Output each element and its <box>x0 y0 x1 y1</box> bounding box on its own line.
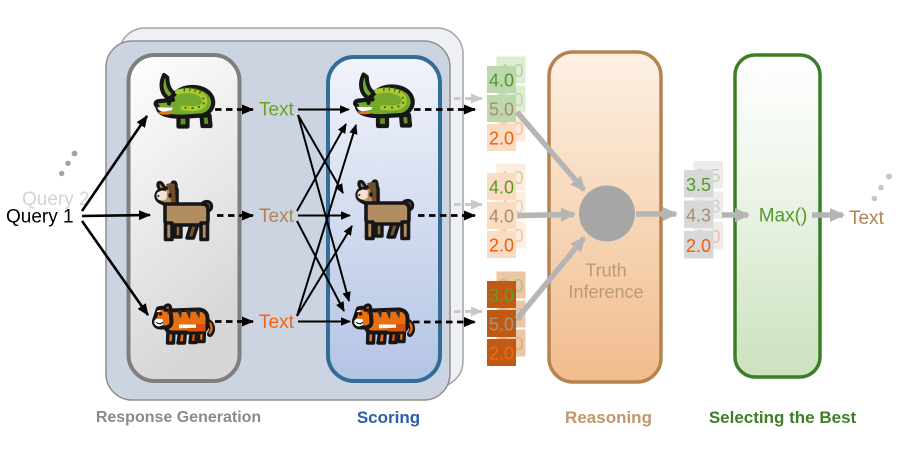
svg-text:Text: Text <box>259 100 295 121</box>
svg-text:Selecting the Best: Selecting the Best <box>709 408 857 427</box>
svg-text:2.0: 2.0 <box>686 236 711 256</box>
svg-text:Inference: Inference <box>568 282 643 302</box>
svg-text:2.0: 2.0 <box>489 129 514 149</box>
svg-text:4.3: 4.3 <box>686 206 711 226</box>
svg-text:Scoring: Scoring <box>357 408 420 427</box>
svg-text:Text: Text <box>259 206 295 227</box>
svg-text:3.0: 3.0 <box>489 286 514 306</box>
svg-text:4.0: 4.0 <box>489 71 514 91</box>
svg-text:4.0: 4.0 <box>489 178 514 198</box>
svg-text:2.0: 2.0 <box>489 344 514 364</box>
svg-text:2.0: 2.0 <box>489 236 514 256</box>
svg-text:Max(): Max() <box>759 206 808 227</box>
svg-text:Reasoning: Reasoning <box>565 408 652 427</box>
svg-text:4.0: 4.0 <box>489 207 514 227</box>
svg-text:Text: Text <box>259 312 295 333</box>
svg-text:Truth: Truth <box>585 261 626 281</box>
svg-text:5.0: 5.0 <box>489 315 514 335</box>
svg-text:Query 2: Query 2 <box>22 189 90 210</box>
svg-text:3.5: 3.5 <box>686 175 711 195</box>
svg-text:Response Generation: Response Generation <box>96 409 261 426</box>
svg-text:5.0: 5.0 <box>489 100 514 120</box>
svg-text:Query 1: Query 1 <box>6 207 74 228</box>
svg-text:Text: Text <box>849 208 885 229</box>
